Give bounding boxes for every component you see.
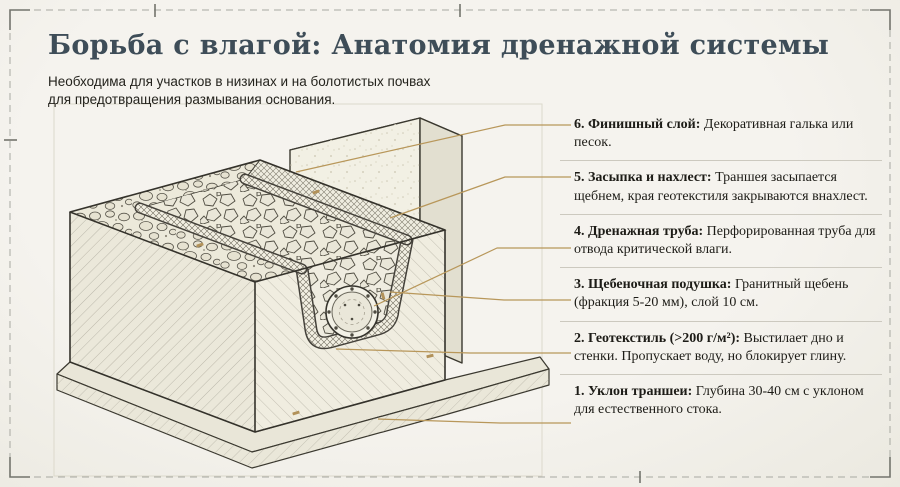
sheet-border	[4, 4, 891, 483]
annotation-item-3: 3. Щебеночная подушка: Гранитный щебень …	[560, 267, 882, 320]
geotextile-rim-bands	[134, 173, 413, 275]
annotation-item-6: 6. Финишный слой: Декоративная галька ил…	[560, 108, 882, 160]
annotation-text: Декоративная галька или песок.	[574, 117, 854, 151]
page-title: Борьба с влагой: Анатомия дренажной сист…	[48, 30, 830, 61]
top-surface	[70, 159, 447, 282]
annotation-item-2: 2. Геотекстиль (>200 г/м²): Выстилает дн…	[560, 320, 882, 374]
pipe-perforations	[327, 287, 377, 337]
leader-lines	[295, 124, 571, 424]
annotation-list: 6. Финишный слой: Декоративная галька ил…	[560, 108, 882, 427]
soil-left-face	[70, 212, 255, 432]
leader-3	[389, 291, 571, 301]
block-outlines	[69, 159, 446, 433]
subtitle-line-2: для предотвращения размывания основания.	[48, 91, 336, 107]
drain-pipe	[325, 285, 379, 339]
drawing-frame	[53, 103, 543, 477]
annotation-label: 2. Геотекстиль (>200 г/м²):	[574, 330, 741, 346]
leader-2	[335, 348, 571, 354]
trench-cross-section	[295, 233, 414, 350]
annotation-text: Гранитный щебень (фракция 5-20 мм), слой…	[574, 277, 849, 311]
annotation-item-5: 5. Засыпка и нахлест: Траншея засыпается…	[560, 160, 882, 213]
annotation-label: 5. Засыпка и нахлест:	[574, 170, 712, 186]
annotation-label: 4. Дренажная труба:	[574, 223, 704, 239]
leader-4	[373, 247, 571, 307]
gold-markers	[196, 189, 434, 416]
leader-1	[377, 418, 571, 424]
annotation-label: 1. Уклон траншеи:	[574, 383, 693, 399]
leader-5	[389, 176, 571, 219]
page-subtitle: Необходима для участков в низинах и на б…	[48, 73, 858, 109]
annotation-text: Траншея засыпается щебнем, края геотекст…	[574, 170, 868, 204]
annotation-item-1: 1. Уклон траншеи: Глубина 30-40 см с укл…	[560, 373, 882, 427]
header: Борьба с влагой: Анатомия дренажной сист…	[48, 30, 858, 109]
annotation-label: 3. Щебеночная подушка:	[574, 277, 732, 293]
annotation-text: Выстилает дно и стенки. Пропускает воду,…	[574, 330, 847, 364]
annotation-item-4: 4. Дренажная труба: Перфорированная труб…	[560, 213, 882, 267]
annotation-text: Глубина 30-40 см с уклоном для естествен…	[574, 383, 864, 418]
leader-6	[295, 124, 571, 173]
base-slab	[56, 356, 550, 469]
subtitle-line-1: Необходима для участков в низинах и на б…	[48, 74, 431, 89]
annotation-label: 6. Финишный слой:	[574, 117, 701, 132]
annotation-text: Перфорированная труба для отвода критиче…	[574, 223, 876, 257]
